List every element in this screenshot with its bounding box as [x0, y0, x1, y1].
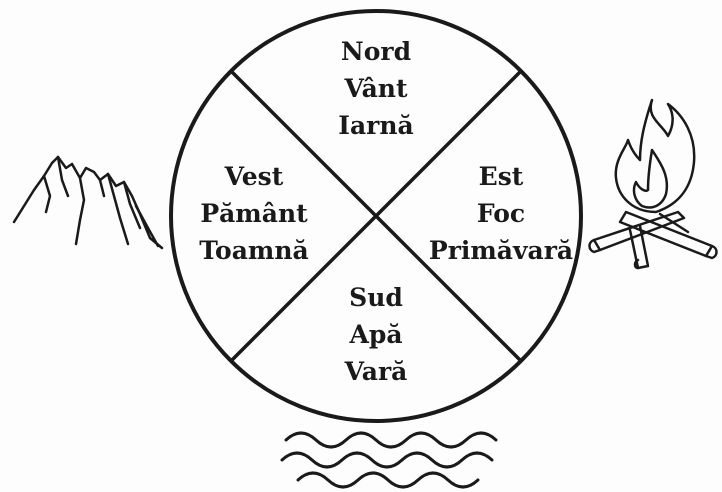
south-season-label: Vară — [344, 357, 408, 386]
north-direction-label: Nord — [341, 37, 411, 66]
south-element-label: Apă — [348, 320, 402, 349]
west-season-label: Toamnă — [199, 236, 308, 265]
water-waves-icon — [282, 433, 496, 487]
quadrant-north: Nord Vânt Iarnă — [338, 37, 413, 140]
east-direction-label: Est — [479, 162, 524, 191]
north-element-label: Vânt — [343, 74, 407, 103]
mountain-icon — [14, 157, 162, 248]
quadrant-east: Est Foc Primăvară — [429, 162, 573, 265]
east-element-label: Foc — [477, 199, 525, 228]
west-direction-label: Vest — [224, 162, 284, 191]
campfire-icon — [590, 100, 717, 268]
west-element-label: Pământ — [200, 199, 308, 228]
south-direction-label: Sud — [349, 283, 403, 312]
quadrant-west: Vest Pământ Toamnă — [199, 162, 308, 265]
quadrant-south: Sud Apă Vară — [344, 283, 408, 386]
east-season-label: Primăvară — [429, 236, 573, 265]
north-season-label: Iarnă — [338, 111, 413, 140]
